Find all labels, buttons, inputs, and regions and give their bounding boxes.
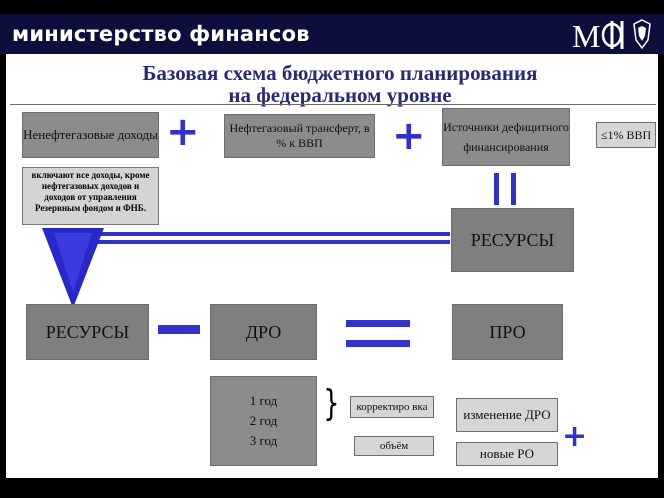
equals-top-bar: [346, 320, 410, 327]
plus-sign-2: +: [392, 113, 426, 159]
revenue-note: включают все доходы, кроме нефтегазовых …: [22, 167, 159, 225]
arrow-line-bottom: [80, 240, 450, 244]
resources-box-right: РЕСУРСЫ: [451, 208, 574, 272]
equals-vertical-right-bar: [511, 173, 516, 205]
plus-sign-1: +: [166, 109, 200, 155]
year-2: 2 год: [249, 413, 278, 428]
equals-vertical-left-bar: [494, 173, 499, 205]
year-1: 1 год: [249, 393, 278, 408]
arrow-line-top: [80, 232, 450, 236]
arrow-line-gap: [80, 236, 450, 240]
ministry-name: министерство финансов: [12, 22, 310, 46]
non-oil-revenue-box: Ненефтегазовые доходы: [22, 112, 159, 158]
down-arrow-inner: [54, 233, 92, 292]
gdp-limit-box: ≤1% ВВП: [596, 122, 656, 148]
ministry-logo-icon: М: [572, 18, 651, 52]
volume-box: объём: [354, 436, 434, 456]
year-3: 3 год: [249, 433, 278, 448]
minus-sign: [158, 325, 200, 334]
new-ro-box: новые РО: [456, 442, 558, 466]
oil-transfer-box: Нефтегазовый трансферт, в % к ВВП: [224, 114, 375, 158]
svg-text:М: М: [572, 18, 600, 52]
brace-symbol: }: [323, 383, 340, 424]
plus-sign-3: +: [562, 419, 588, 454]
title-line-2: на федеральном уровне: [228, 83, 452, 107]
title-divider: [10, 104, 656, 105]
pro-box: ПРО: [452, 304, 563, 360]
dro-box: ДРО: [210, 304, 317, 360]
deficit-sources-box: Источники дефицитного финансирования: [442, 108, 570, 166]
equals-bottom-bar: [346, 340, 410, 347]
change-dro-box: изменение ДРО: [456, 398, 558, 432]
correction-box: корректиро вка: [350, 396, 434, 418]
resources-box-left: РЕСУРСЫ: [26, 304, 149, 360]
years-box: 1 год 2 год 3 год: [210, 376, 317, 466]
title-line-1: Базовая схема бюджетного планирования: [142, 61, 538, 85]
header-bar: министерство финансов М: [0, 14, 664, 54]
